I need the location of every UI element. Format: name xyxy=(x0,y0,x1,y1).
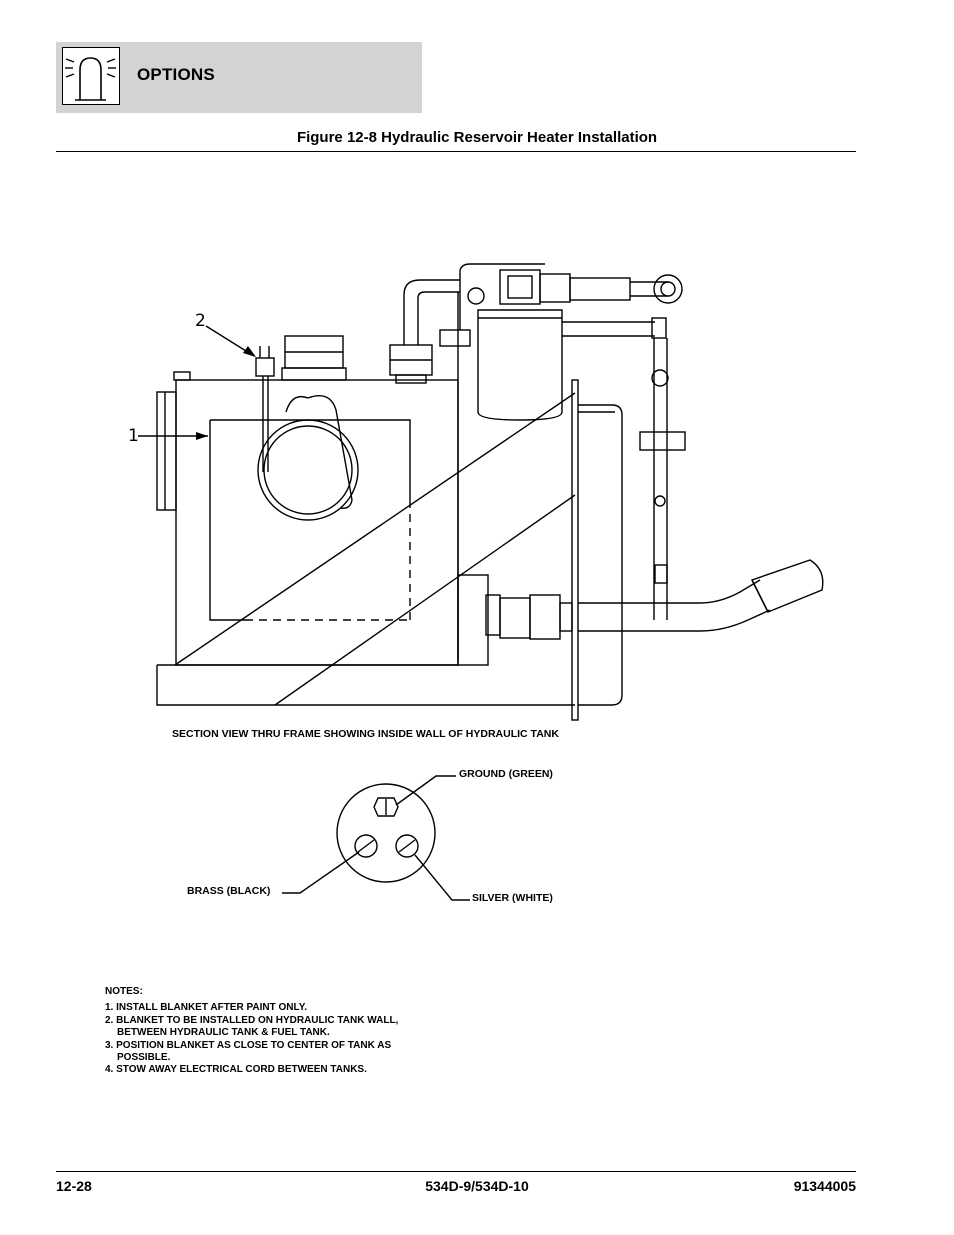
footer-rule xyxy=(56,1171,856,1172)
header-rule xyxy=(56,151,856,152)
silver-label: SILVER (WHITE) xyxy=(472,892,553,904)
callout-2: 2 xyxy=(195,311,206,331)
notes-block: NOTES: 1. INSTALL BLANKET AFTER PAINT ON… xyxy=(105,986,447,1077)
note-item: 1. INSTALL BLANKET AFTER PAINT ONLY. xyxy=(105,1002,308,1014)
figure-title: Figure 12-8 Hydraulic Reservoir Heater I… xyxy=(296,129,658,146)
warning-light-icon xyxy=(62,47,120,105)
notes-title: NOTES: xyxy=(105,986,143,997)
model-number: 534D-9/534D-10 xyxy=(425,1178,529,1194)
note-item: 3. POSITION BLANKET AS CLOSE TO CENTER O… xyxy=(105,1039,392,1064)
ground-label: GROUND (GREEN) xyxy=(459,768,553,780)
section-view-caption: SECTION VIEW THRU FRAME SHOWING INSIDE W… xyxy=(172,728,559,740)
note-item: 4. STOW AWAY ELECTRICAL CORD BETWEEN TAN… xyxy=(105,1064,367,1076)
page-number: 12-28 xyxy=(56,1178,92,1194)
document-number: 91344005 xyxy=(793,1178,856,1194)
note-item: 2. BLANKET TO BE INSTALLED ON HYDRAULIC … xyxy=(105,1014,399,1039)
brass-label: BRASS (BLACK) xyxy=(187,885,271,897)
callout-1: 1 xyxy=(128,426,139,446)
section-title: OPTIONS xyxy=(137,65,215,84)
